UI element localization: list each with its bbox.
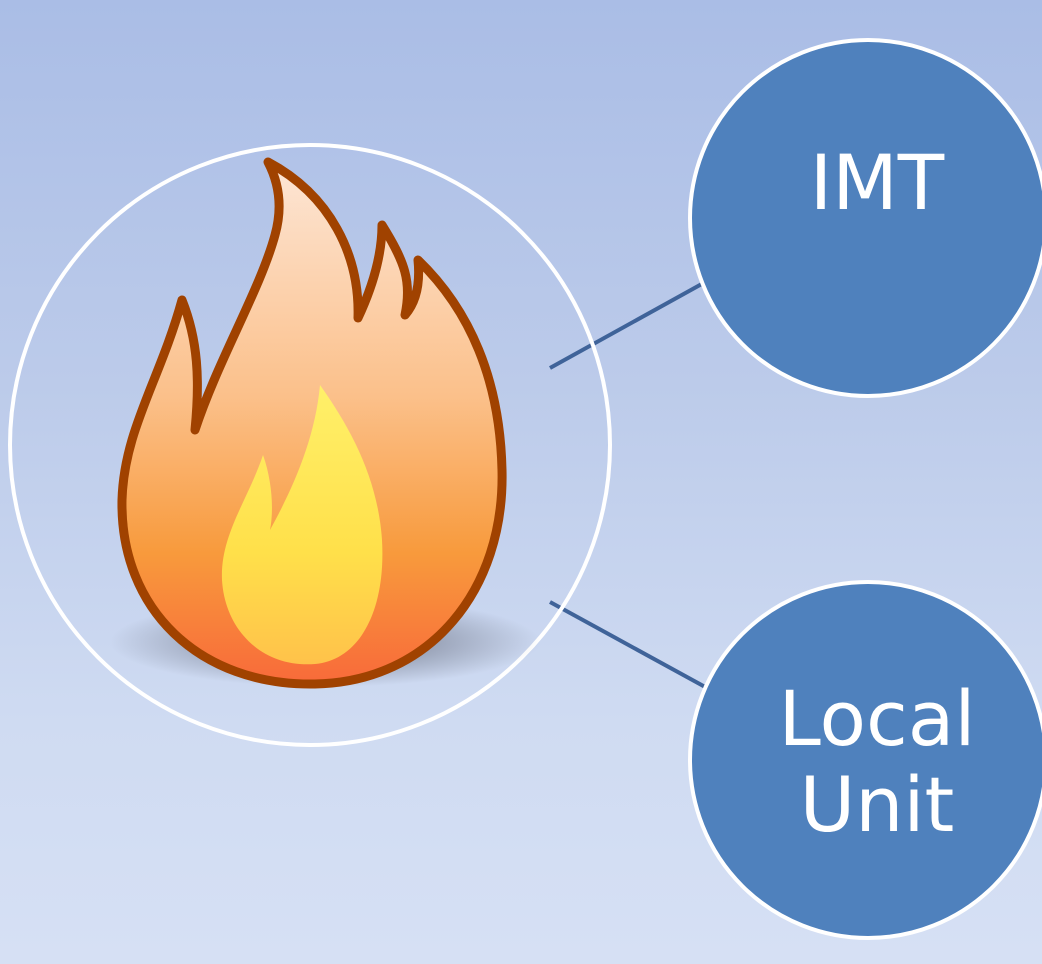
connector-local-unit <box>549 600 719 696</box>
incident-circle <box>8 143 612 747</box>
node-local-unit-circle <box>688 580 1042 940</box>
connector-imt <box>549 273 719 370</box>
node-imt-circle <box>688 38 1042 398</box>
node-local-unit-label: Local Unit <box>778 674 976 849</box>
fire-icon <box>110 157 540 689</box>
node-imt-label: IMT <box>809 138 945 227</box>
